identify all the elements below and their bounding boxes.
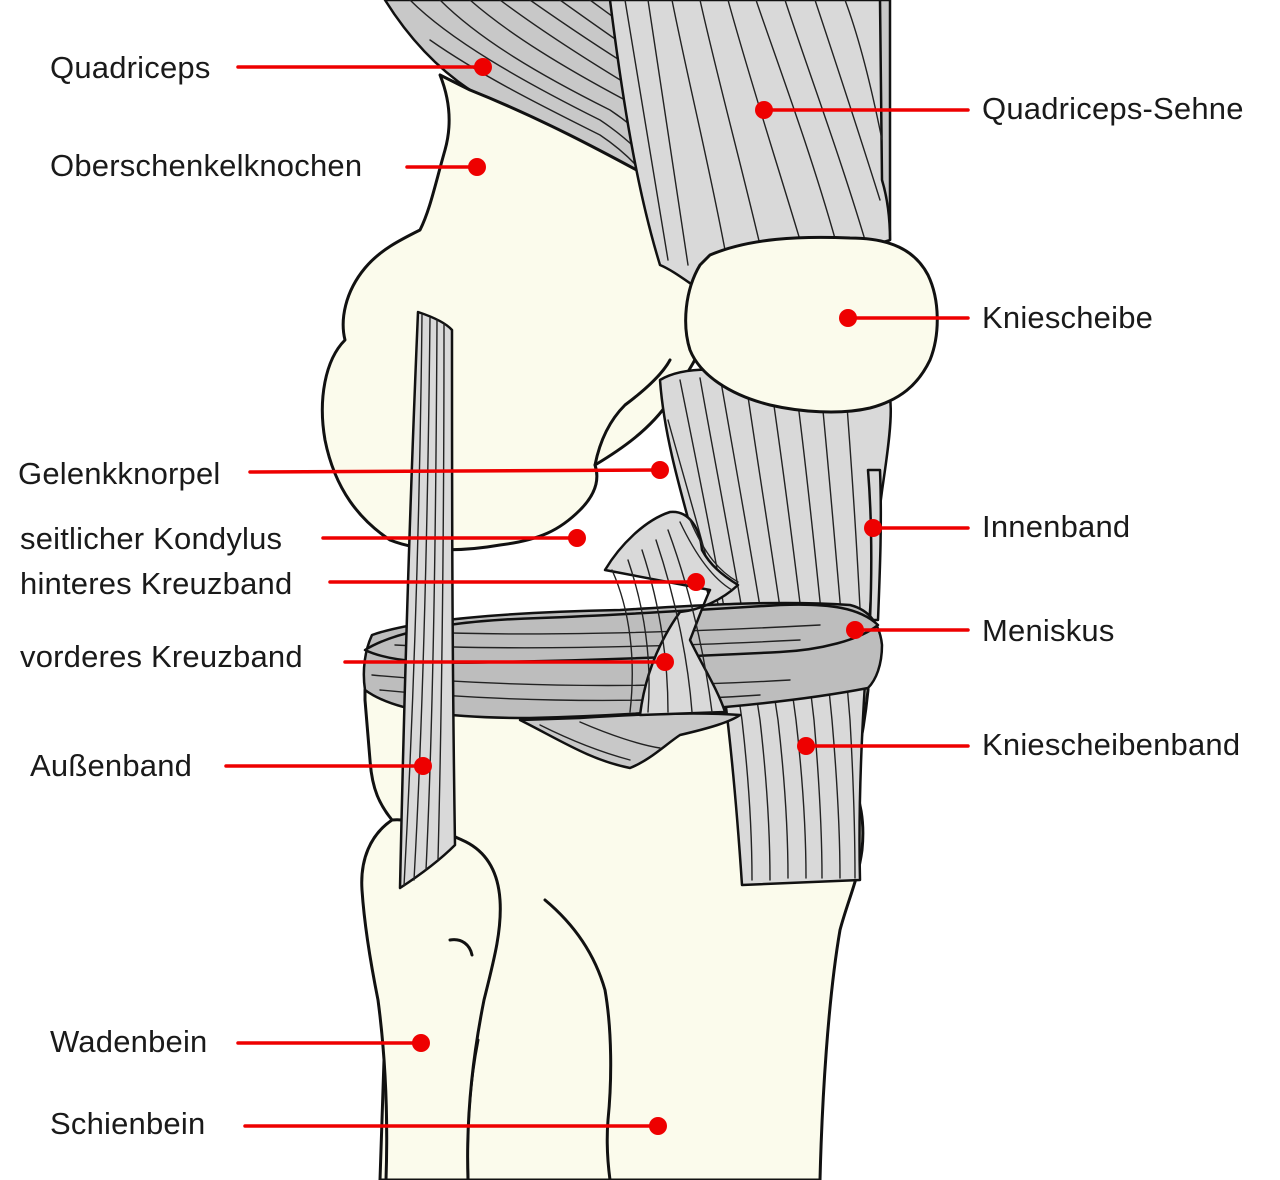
label-gelenkknorpel: Gelenkknorpel bbox=[18, 456, 221, 491]
label-oberschenkelknochen: Oberschenkelknochen bbox=[50, 148, 363, 183]
cruciate-ligaments bbox=[603, 510, 740, 717]
label-kniescheibe: Kniescheibe bbox=[982, 300, 1154, 335]
label-aussenband: Außenband bbox=[30, 748, 193, 783]
label-vorderes-kreuzband: vorderes Kreuzband bbox=[20, 639, 303, 674]
label-schienbein: Schienbein bbox=[50, 1106, 206, 1141]
leader-lines-right bbox=[755, 101, 970, 755]
patella-bone bbox=[684, 235, 939, 414]
label-wadenbein: Wadenbein bbox=[50, 1024, 208, 1059]
leader-lines-left bbox=[224, 58, 705, 1135]
lateral-ligament bbox=[398, 310, 457, 890]
quadriceps-tendon bbox=[608, 0, 892, 292]
fibula-bone bbox=[360, 818, 502, 1180]
label-kniescheibenband: Kniescheibenband bbox=[982, 727, 1241, 762]
label-innenband: Innenband bbox=[982, 509, 1131, 544]
label-hinteres-kreuzband: hinteres Kreuzband bbox=[20, 566, 293, 601]
label-quadriceps-sehne: Quadriceps-Sehne bbox=[982, 91, 1244, 126]
label-quadriceps: Quadriceps bbox=[50, 50, 211, 85]
label-meniskus: Meniskus bbox=[982, 613, 1115, 648]
label-seitlicher-kondylus: seitlicher Kondylus bbox=[20, 521, 283, 556]
